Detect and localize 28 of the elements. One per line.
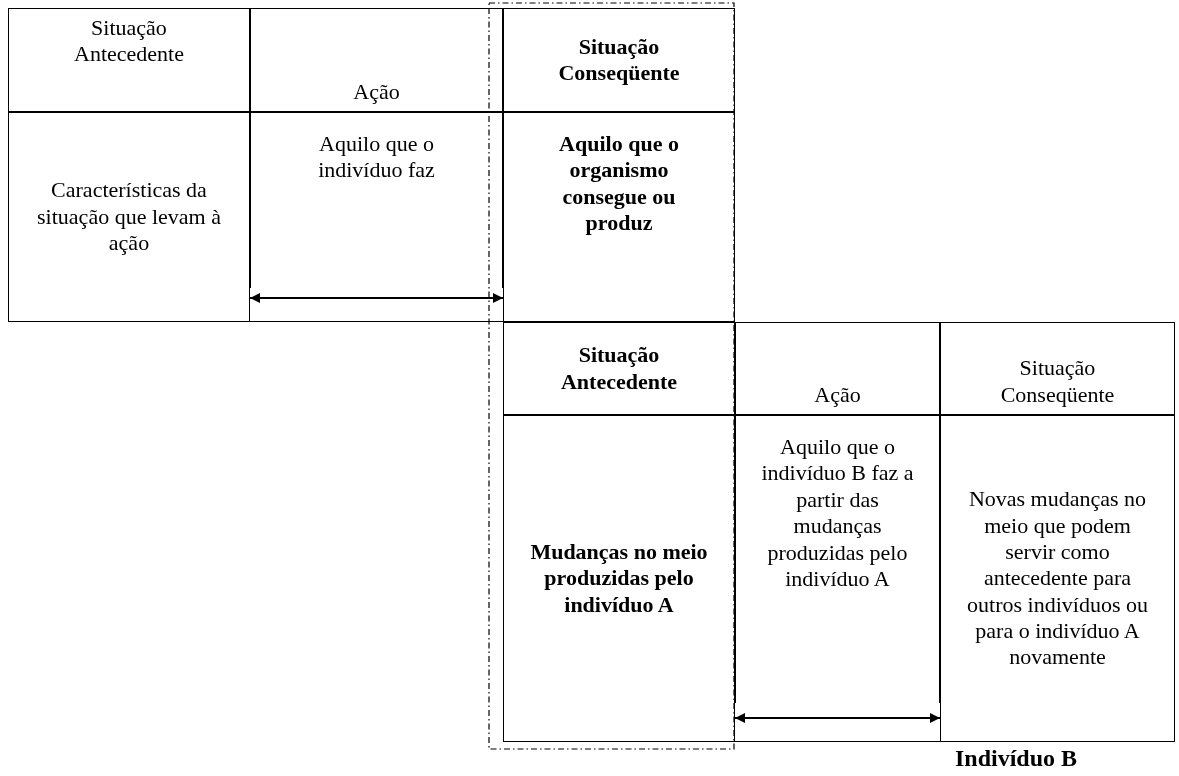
header-cell (250, 8, 503, 112)
header-cell (503, 322, 735, 415)
cell-text: Mudanças no meio produzidas pelo indivíduo A (529, 538, 709, 619)
column-heading: Ação (353, 78, 400, 105)
table-cell (735, 415, 940, 703)
column-heading: Ação (814, 381, 861, 408)
header-cell (735, 322, 940, 415)
table-cell (503, 112, 735, 322)
column-heading: Situação Antecedente (559, 342, 679, 395)
table-cell (250, 112, 503, 288)
cell-text: Novas mudanças no meio que podem servir como antecedente para outros indivíduos ou para o indivíduo A novamente (966, 486, 1149, 671)
double-arrow (734, 713, 941, 723)
column-heading: Situação Conseqüente (557, 33, 681, 87)
individual-label: Indivíduo B (955, 745, 1078, 772)
header-cell (8, 8, 250, 112)
table-cell (940, 415, 1175, 742)
header-cell (503, 8, 735, 112)
cell-text: Aquilo que o indivíduo B faz a partir das mudanças produzidas pelo indivíduo A (760, 434, 915, 593)
header-cell (940, 322, 1175, 415)
double-arrow (249, 293, 504, 303)
cell-text: Aquilo que o indivíduo faz (317, 131, 436, 184)
table-cell (503, 415, 735, 742)
table-cell (8, 112, 250, 322)
dash-dot-frame (488, 2, 735, 750)
cell-text: Aquilo que o organismo consegue ou produz (558, 131, 680, 237)
column-heading: Situação Antecedente (73, 15, 185, 68)
cell-text: Características da situação que levam à ação (36, 177, 222, 257)
column-heading: Situação Conseqüente (999, 355, 1116, 408)
